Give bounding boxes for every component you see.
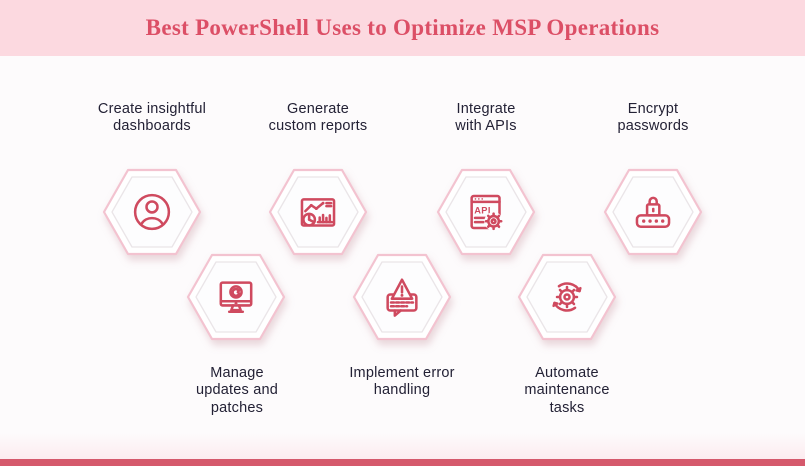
label-encrypt-passwords: Encrypt passwords [617,101,689,135]
label-automate-maintenance-tasks: Automate maintenance tasks [524,365,610,416]
padlock-password-icon [635,196,671,229]
hexagon-integrate-with-apis: API [436,166,536,258]
label-implement-error-handling: Implement error handling [349,365,455,399]
footer-fade [0,433,805,459]
title-banner: Best PowerShell Uses to Optimize MSP Ope… [0,0,805,56]
footer-accent-bar [0,459,805,466]
hexagon-manage-updates-patches [186,251,286,343]
hexagon-implement-error-handling [352,251,452,343]
label-manage-updates-patches: Manage updates and patches [195,365,279,416]
monitor-update-icon [219,281,253,314]
page-title: Best PowerShell Uses to Optimize MSP Ope… [145,15,660,40]
label-create-insightful-dashboards: Create insightful dashboards [97,101,207,135]
analytics-report-icon [300,198,336,227]
hexagon-shape [268,168,368,256]
hexagon-generate-custom-reports [268,166,368,258]
user-profile-icon [133,193,171,231]
hexagon-shape [517,253,617,341]
hexagon-automate-maintenance-tasks [517,251,617,343]
api-browser-gear-icon: API [470,194,503,231]
error-alert-bubble-icon [386,278,418,317]
hexagon-encrypt-passwords [603,166,703,258]
svg-text:API: API [474,206,491,216]
label-integrate-with-apis: Integrate with APIs [455,101,517,135]
hexagon-shape [436,168,536,256]
label-generate-custom-reports: Generate custom reports [268,101,368,135]
automation-gear-arrows-icon [552,282,582,312]
hexagon-create-insightful-dashboards [102,166,202,258]
